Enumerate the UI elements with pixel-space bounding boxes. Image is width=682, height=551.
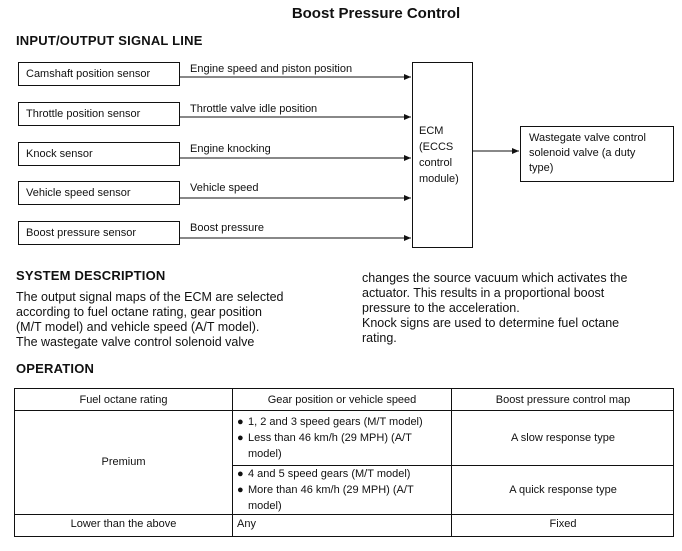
row2-bullet-2-text: More than 46 km/h (29 MPH) (A/T: [248, 484, 414, 496]
ecm-line-3: control: [419, 157, 453, 169]
operation-heading: OPERATION: [16, 361, 95, 376]
system-left-line-4: The wastegate valve control solenoid val…: [16, 335, 255, 349]
row1-bullet-2-text: Less than 46 km/h (29 MPH) (A/T: [248, 432, 412, 444]
system-right-line-2: actuator. This results in a proportional…: [362, 286, 605, 300]
sensor-box-vehicle-speed: Vehicle speed sensor: [18, 181, 180, 205]
system-left-line-3: (M/T model) and vehicle speed (A/T model…: [16, 320, 260, 334]
io-heading: INPUT/OUTPUT SIGNAL LINE: [16, 33, 203, 48]
row1-map: A slow response type: [511, 432, 615, 444]
sensor-box-throttle: Throttle position sensor: [18, 102, 180, 126]
signal-label-camshaft: Engine speed and piston position: [190, 63, 353, 75]
system-text-left: The output signal maps of the ECM are se…: [16, 290, 326, 350]
sensor-box-boost: Boost pressure sensor: [18, 221, 180, 245]
bullet-dot: ●: [237, 416, 244, 428]
bullet-dot: ●: [237, 484, 244, 496]
row3-octane: Lower than the above: [70, 518, 177, 530]
page-title: Boost Pressure Control: [291, 5, 461, 22]
ecm-line-4: module): [419, 173, 459, 185]
operation-table-grid: [14, 388, 674, 537]
output-line-1: Wastegate valve control: [529, 132, 646, 144]
system-right-line-4: Knock signs are used to determine fuel o…: [362, 316, 620, 330]
system-heading: SYSTEM DESCRIPTION: [16, 268, 166, 283]
signal-label-knock: Engine knocking: [190, 143, 271, 155]
table-header-gear: Gear position or vehicle speed: [267, 394, 417, 406]
system-left-line-1: The output signal maps of the ECM are se…: [16, 290, 284, 304]
system-right-line-5: rating.: [362, 331, 397, 345]
row3-map: Fixed: [549, 518, 577, 530]
output-line-2: solenoid valve (a duty: [529, 147, 636, 159]
sensor-box-camshaft: Camshaft position sensor: [18, 62, 180, 86]
row2-bullet-1-text: 4 and 5 speed gears (M/T model): [248, 468, 411, 480]
table-header-octane: Fuel octane rating: [79, 394, 168, 406]
row2-map: A quick response type: [509, 484, 617, 496]
signal-label-boost: Boost pressure: [190, 222, 264, 234]
table-cell-premium: Premium: [101, 456, 146, 468]
system-left-line-2: according to fuel octane rating, gear po…: [16, 305, 262, 319]
system-text-right: changes the source vacuum which activate…: [362, 271, 674, 346]
output-line-3: type): [529, 162, 554, 174]
sensor-box-knock: Knock sensor: [18, 142, 180, 166]
row1-bullet-2-cont: model): [248, 448, 282, 460]
bullet-dot: ●: [237, 432, 244, 444]
bullet-dot: ●: [237, 468, 244, 480]
row1-bullet-1-text: 1, 2 and 3 speed gears (M/T model): [248, 416, 423, 428]
signal-label-vehicle-speed: Vehicle speed: [190, 182, 259, 194]
system-right-line-3: pressure to the acceleration.: [362, 301, 520, 315]
wastegate-valve-box: Wastegate valve control solenoid valve (…: [520, 126, 674, 182]
ecm-line-2: (ECCS: [419, 141, 454, 153]
signal-label-throttle: Throttle valve idle position: [190, 103, 318, 115]
system-right-line-1: changes the source vacuum which activate…: [362, 271, 628, 285]
row2-bullet-2-cont: model): [248, 500, 282, 512]
ecm-box: ECM (ECCS control module): [412, 62, 473, 248]
table-header-map: Boost pressure control map: [495, 394, 631, 406]
row3-gear: Any: [237, 518, 256, 530]
ecm-line-1: ECM: [419, 125, 444, 137]
